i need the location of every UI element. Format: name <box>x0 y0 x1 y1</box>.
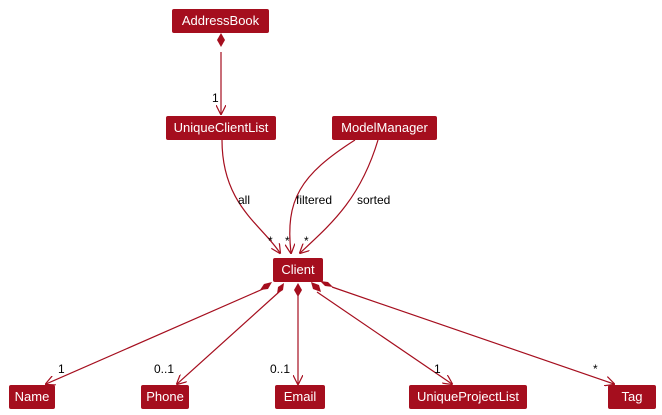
edge-client-phone <box>177 291 280 384</box>
multiplicity-uniqueprojectlist: 1 <box>434 362 441 376</box>
edge-label-sorted: sorted <box>357 193 391 207</box>
edge-client-tag <box>331 286 614 384</box>
node-phone: Phone <box>141 385 189 409</box>
node-unique-project-list: UniqueProjectList <box>409 385 527 409</box>
multiplicity-tag: * <box>593 362 598 376</box>
composition-diamond-project <box>311 282 321 292</box>
multiplicity-name: 1 <box>58 362 65 376</box>
edge-modelmanager-client-filtered <box>290 139 356 253</box>
composition-diamond-phone <box>277 283 284 294</box>
multiplicity-client-all: * <box>268 234 273 248</box>
composition-diamond-tag <box>320 281 333 287</box>
edge-client-name <box>46 288 264 384</box>
multiplicity-client-sorted: * <box>304 234 309 248</box>
edge-label-filtered: filtered <box>296 193 333 207</box>
multiplicity-client-filtered: * <box>285 234 290 248</box>
node-email: Email <box>275 385 325 409</box>
edge-modelmanager-client-sorted <box>300 139 379 253</box>
composition-diamond-addressbook <box>217 33 225 47</box>
edge-client-uniqueprojectlist <box>316 291 452 384</box>
composition-diamond-email <box>294 283 302 297</box>
multiplicity-uniqueclientlist: 1 <box>212 91 219 105</box>
edge-uniqueclientlist-client <box>221 139 280 253</box>
edge-label-all: all <box>238 193 251 207</box>
composition-diamond-name <box>260 282 272 290</box>
multiplicity-email: 0..1 <box>270 362 291 376</box>
node-tag: Tag <box>608 385 656 409</box>
node-name: Name <box>9 385 55 409</box>
node-unique-client-list: UniqueClientList <box>166 116 276 140</box>
node-model-manager: ModelManager <box>332 116 437 140</box>
node-addressbook: AddressBook <box>172 9 269 33</box>
node-client: Client <box>273 258 323 282</box>
multiplicity-phone: 0..1 <box>154 362 175 376</box>
